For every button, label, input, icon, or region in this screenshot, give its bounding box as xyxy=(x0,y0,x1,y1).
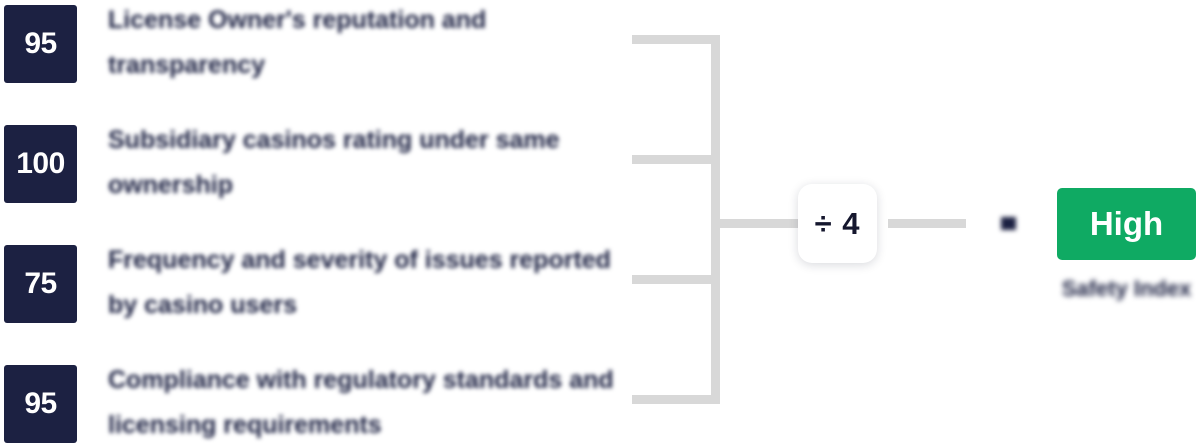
score-value: 95 xyxy=(24,387,57,420)
score-chip: 75 xyxy=(4,245,77,323)
score-value: 95 xyxy=(24,27,57,60)
equals-sign-icon xyxy=(1001,217,1016,230)
operator-to-result-connector xyxy=(888,219,966,228)
score-chip: 95 xyxy=(4,365,77,443)
criterion-label: Subsidiary casinos rating under same own… xyxy=(108,126,560,199)
bracket-to-operator-connector xyxy=(711,219,803,228)
bracket-arm-second xyxy=(632,155,720,164)
score-value: 75 xyxy=(24,267,57,300)
divide-by-four-box: ÷ 4 xyxy=(798,184,877,263)
divide-symbol: ÷ 4 xyxy=(814,205,861,241)
criterion-label: Frequency and severity of issues reporte… xyxy=(108,246,611,319)
bracket-arm-top xyxy=(632,35,720,44)
result-value: High xyxy=(1089,205,1164,242)
bracket-arm-bottom xyxy=(632,395,720,404)
score-chip: 100 xyxy=(4,125,77,203)
score-value: 100 xyxy=(16,147,65,180)
criterion-label: License Owner's reputation and transpare… xyxy=(108,6,487,79)
criterion-label: Compliance with regulatory standards and… xyxy=(108,366,614,439)
result-caption: Safety Index xyxy=(1061,276,1192,301)
score-chip: 95 xyxy=(4,5,77,83)
result-badge: High xyxy=(1057,188,1196,260)
bracket-arm-third xyxy=(632,275,720,284)
